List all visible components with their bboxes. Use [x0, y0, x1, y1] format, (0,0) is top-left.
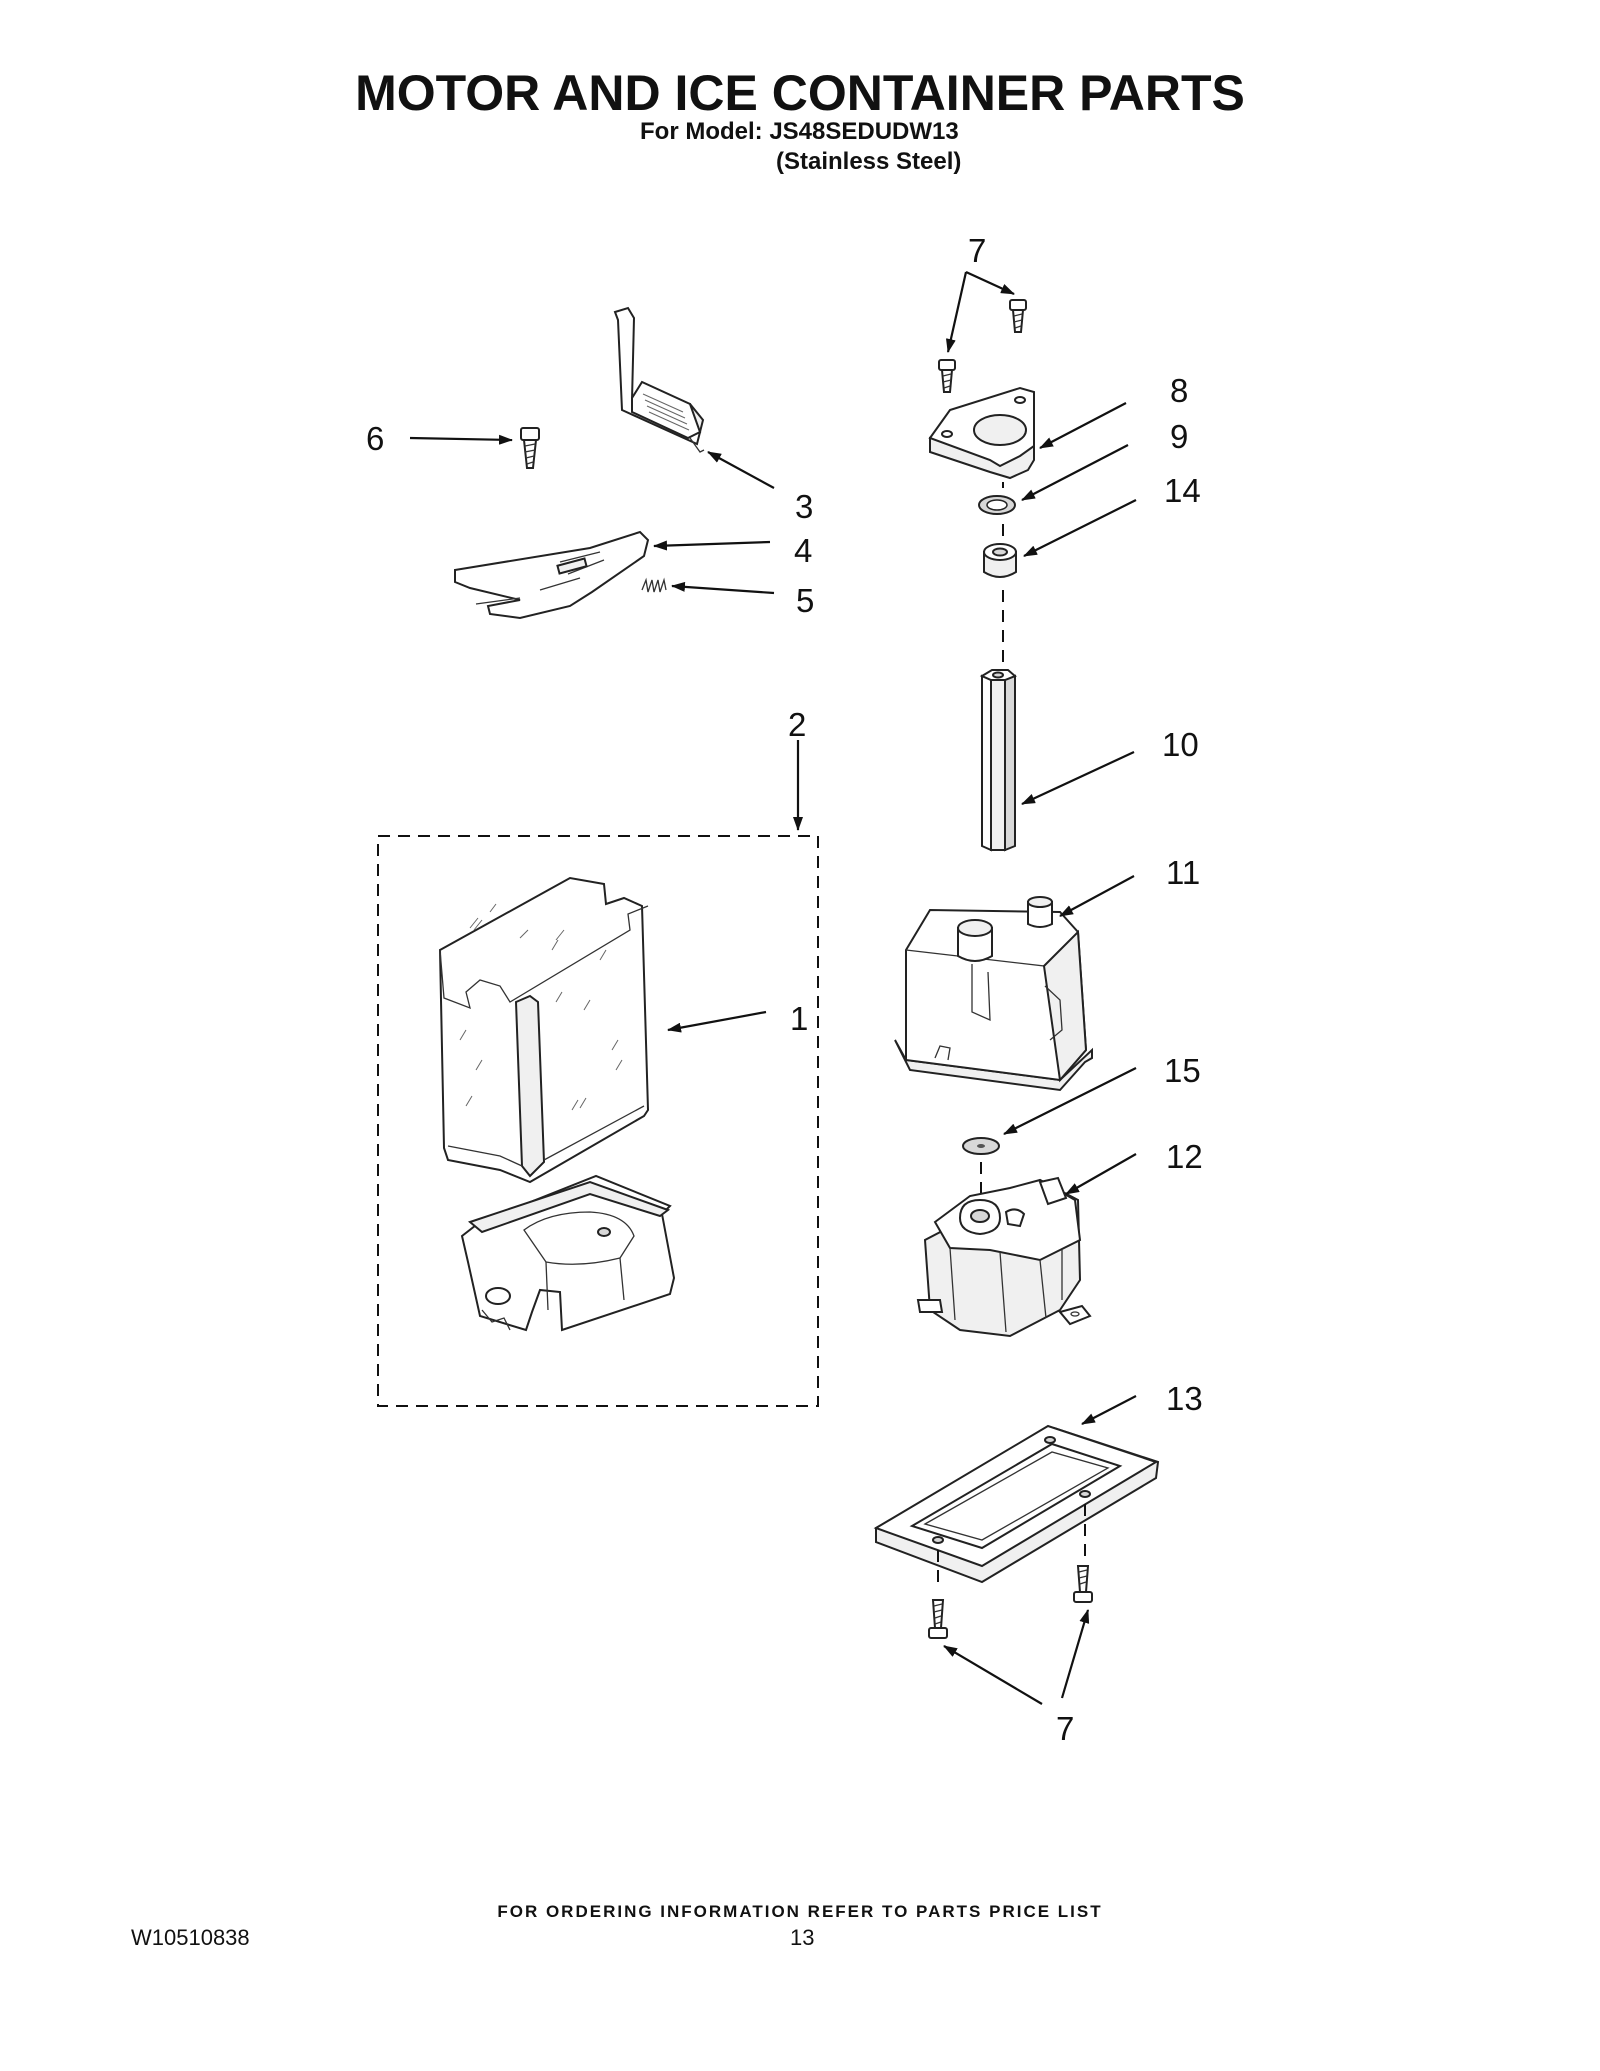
part-8-mounting-plate — [928, 386, 1035, 480]
callout-7-top: 7 — [968, 232, 986, 269]
callout-13: 13 — [1166, 1380, 1203, 1417]
part-2-assembly-box — [377, 835, 819, 1407]
callout-5: 5 — [796, 582, 814, 619]
callout-1: 1 — [790, 1000, 808, 1037]
model-finish: (Stainless Steel) — [776, 148, 962, 175]
part-7-screws-bottom — [928, 1565, 1093, 1639]
part-4-actuator-arm — [454, 530, 650, 620]
callout-8: 8 — [1170, 372, 1188, 409]
callout-11: 11 — [1166, 854, 1200, 891]
callout-10: 10 — [1162, 726, 1199, 763]
callout-14: 14 — [1164, 472, 1201, 509]
part-5-spring — [641, 577, 667, 593]
part-6-screw — [520, 427, 540, 469]
callout-7-bottom: 7 — [1056, 1710, 1074, 1747]
part-3-bracket — [613, 306, 705, 453]
callout-4: 4 — [794, 532, 812, 569]
callout-2: 2 — [788, 706, 806, 743]
page-title: MOTOR AND ICE CONTAINER PARTS — [355, 65, 1245, 121]
part-10-hex-shaft — [979, 669, 1017, 852]
part-1-ice-container — [438, 876, 676, 1332]
part-12-motor — [916, 1176, 1092, 1338]
part-15-disc — [962, 1137, 1000, 1155]
part-7-screws-top — [938, 299, 1027, 393]
part-13-gasket — [873, 1424, 1160, 1584]
leader-lines — [409, 271, 1137, 1705]
part-9-washer — [978, 495, 1016, 515]
model-number: For Model: JS48SEDUDW13 — [640, 118, 959, 145]
document-number: W10510838 — [131, 1925, 250, 1950]
callout-3: 3 — [795, 488, 813, 525]
callout-12: 12 — [1166, 1138, 1203, 1175]
callout-15: 15 — [1164, 1052, 1201, 1089]
part-14-bushing — [983, 543, 1017, 578]
page-number: 13 — [790, 1925, 815, 1950]
part-11-motor-cover — [894, 896, 1093, 1092]
callout-9: 9 — [1170, 418, 1188, 455]
callout-6: 6 — [366, 420, 384, 457]
ordering-note: FOR ORDERING INFORMATION REFER TO PARTS … — [497, 1902, 1103, 1921]
